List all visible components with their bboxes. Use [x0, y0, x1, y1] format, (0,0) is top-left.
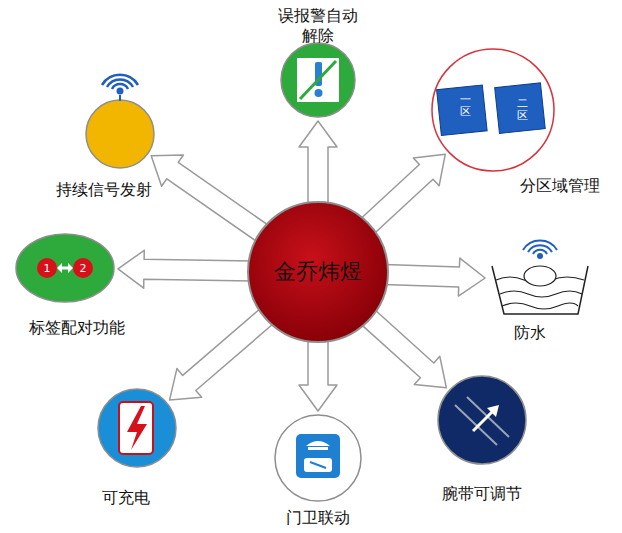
feature-label: 持续信号发射: [56, 180, 152, 200]
block-arrow: [170, 308, 275, 400]
feature-label: 误报警自动解除: [276, 6, 361, 46]
waterproof-icon-art: [488, 244, 592, 316]
pair-number: 1: [44, 262, 51, 275]
feature-label: 可充电: [102, 488, 150, 508]
strap-icon-art: [437, 375, 527, 465]
pair-number: 2: [80, 262, 87, 275]
block-arrow: [384, 258, 486, 296]
charge-icon-art: [97, 388, 177, 468]
block-arrow: [360, 309, 446, 388]
waterproof-icon: 防水: [488, 244, 592, 316]
feature-label: 腕带可调节: [442, 484, 522, 504]
zone-icon-art: [431, 48, 555, 172]
block-arrow: [118, 250, 252, 288]
feature-label: 门卫联动: [286, 508, 350, 528]
feature-label: 防水: [514, 323, 546, 343]
zone-icon: 分区域管理一区二区: [431, 48, 555, 172]
feature-label: 分区域管理: [520, 176, 600, 196]
signal-icon: 持续信号发射: [85, 99, 155, 169]
guard-icon: 门卫联动: [274, 414, 362, 502]
pair-icon: 标签配对功能12: [15, 233, 115, 303]
charge-icon: 可充电: [97, 388, 177, 468]
zone-label: 一区: [460, 94, 471, 118]
guard-icon-art: [274, 414, 362, 502]
pair-icon-art: [15, 233, 115, 303]
alarm-icon: 误报警自动解除: [280, 42, 356, 118]
feature-label: 标签配对功能: [29, 318, 125, 338]
alarm-icon-art: [280, 42, 356, 118]
block-arrow: [299, 338, 337, 411]
center-circle: 金乔炜煜: [246, 200, 390, 344]
strap-icon: 腕带可调节: [437, 375, 527, 465]
block-arrow: [151, 155, 269, 243]
center-title: 金乔炜煜: [274, 257, 362, 287]
block-arrow: [360, 154, 446, 234]
block-arrow: [299, 121, 337, 206]
signal-icon-art: [85, 99, 155, 169]
zone-label: 二区: [517, 98, 528, 122]
